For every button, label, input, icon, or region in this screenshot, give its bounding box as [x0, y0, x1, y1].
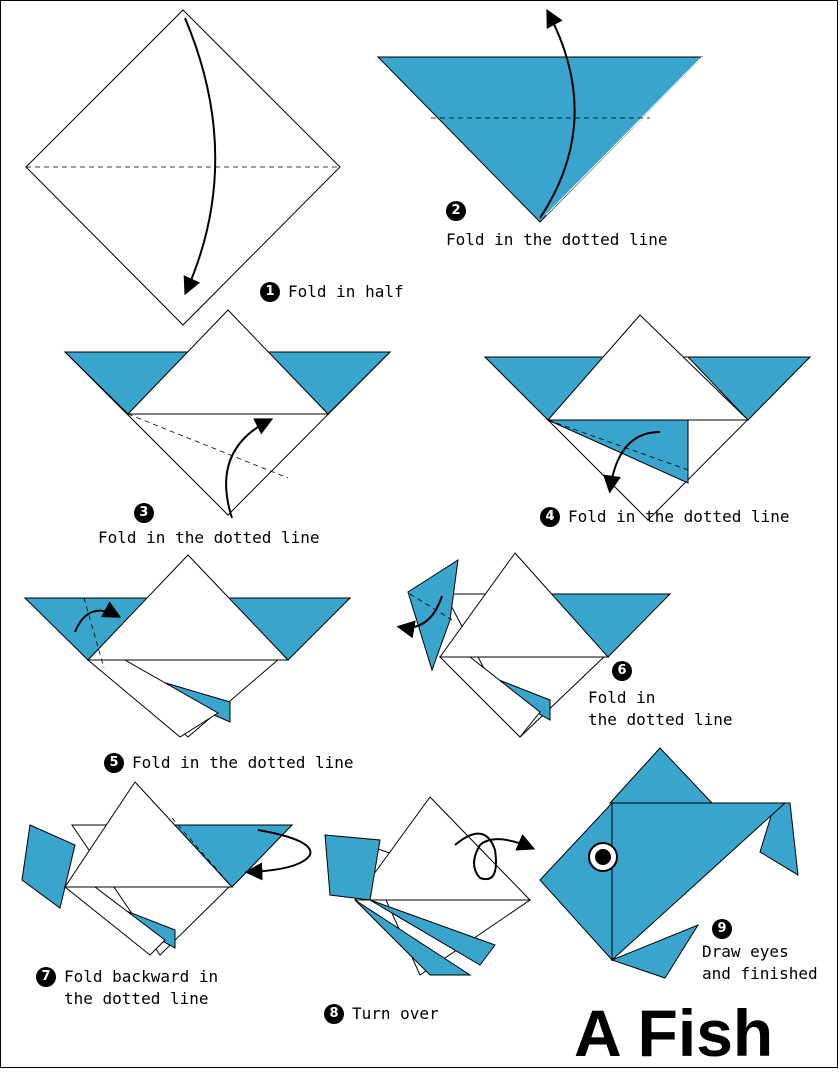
- dotted-fold-line: [547, 419, 689, 471]
- step-8-text: Turn over: [352, 1004, 439, 1023]
- step-3-diagram: [63, 309, 392, 519]
- folded-blue-corner: [547, 419, 689, 484]
- step-number-badge: 1: [260, 282, 280, 302]
- step-2-diagram: [376, 8, 704, 223]
- step-7-caption: 7 Fold backward in the dotted line: [36, 966, 218, 1010]
- tail-white-layer: [63, 886, 166, 956]
- fold-arrow: [225, 418, 274, 519]
- tail-blue-layer: [354, 899, 472, 976]
- step-number-badge: 7: [36, 967, 56, 987]
- fold-arrow: [74, 601, 122, 633]
- tail-white-layer: [86, 659, 219, 738]
- fold-arrow: [539, 8, 576, 219]
- paper-square: [25, 9, 341, 326]
- step-2-text: Fold in the dotted line: [446, 230, 668, 249]
- step-number-badge: 6: [612, 661, 632, 681]
- tail-blue-layer-2: [369, 899, 496, 966]
- dotted-fold-line: [127, 413, 289, 479]
- tail-white-layer: [438, 656, 541, 738]
- step-8-caption: 8 Turn over: [324, 1003, 439, 1025]
- step-6-diagram: [396, 552, 672, 738]
- dotted-fold-line: [171, 817, 233, 888]
- step-number-badge: 4: [540, 507, 560, 527]
- fish-body: [611, 802, 787, 962]
- folded-top-flap: [86, 554, 290, 661]
- step-7-text: Fold backward in the dotted line: [64, 967, 219, 1008]
- back-layer-edge: [545, 56, 703, 216]
- step-1-caption: 1 Fold in half: [260, 281, 404, 303]
- top-fin: [608, 747, 714, 804]
- turn-over-arrow: [454, 832, 536, 881]
- step-number-badge: 3: [133, 503, 154, 523]
- step-9-text: Draw eyes and finished: [702, 942, 818, 983]
- step-4-text: Fold in the dotted line: [568, 507, 790, 526]
- step-4-caption: 4 Fold in the dotted line: [540, 506, 790, 528]
- blue-flap-right: [686, 356, 812, 421]
- fish-eye-pupil: [595, 849, 611, 865]
- step-3-text: Fold in the dotted line: [98, 528, 320, 547]
- folded-top-flap: [354, 796, 532, 901]
- step-5-caption: 5 Fold in the dotted line: [104, 752, 354, 774]
- fish-head: [539, 801, 613, 962]
- step-number-badge: 8: [324, 1004, 344, 1024]
- page-title: A Fish: [574, 996, 774, 1070]
- fold-arrow: [183, 17, 217, 296]
- step-7-diagram: [21, 781, 312, 956]
- step-8-diagram: [324, 796, 536, 976]
- step-1-text: Fold in half: [288, 282, 404, 301]
- step-number-badge: 2: [446, 201, 466, 221]
- left-blue-fin: [21, 824, 76, 909]
- step-number-badge: 5: [104, 753, 124, 773]
- folded-top-flap: [126, 309, 330, 415]
- fold-arrow: [244, 829, 312, 881]
- step-9-diagram: [539, 747, 799, 979]
- step-number-badge: 9: [712, 919, 732, 939]
- bottom-fin: [610, 923, 700, 979]
- step-4-diagram: [483, 314, 812, 521]
- folded-top-flap: [64, 781, 234, 888]
- step-5-text: Fold in the dotted line: [132, 753, 354, 772]
- folded-top-flap: [439, 552, 610, 658]
- dotted-fold-line: [83, 597, 105, 669]
- step-5-diagram: [23, 554, 352, 738]
- fold-arrow: [603, 431, 661, 494]
- paper-triangle: [376, 56, 704, 223]
- fold-arrow: [396, 595, 443, 639]
- step-1-diagram: [25, 9, 341, 326]
- step-6-text: Fold in the dotted line: [588, 688, 733, 729]
- left-blue-fin: [324, 834, 381, 901]
